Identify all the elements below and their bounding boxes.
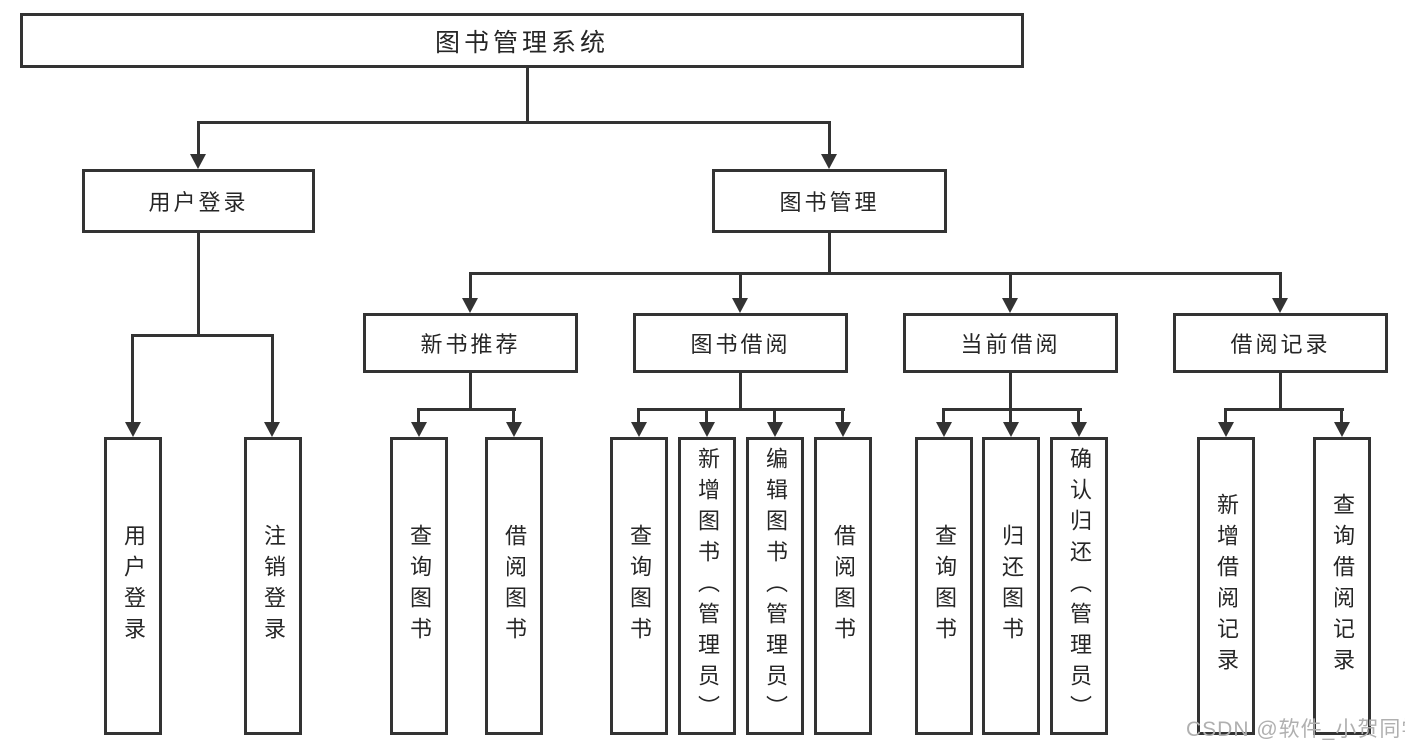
node-book-borrow: 图书借阅 bbox=[633, 313, 848, 373]
node-label: 查询图书 bbox=[932, 524, 957, 648]
arrow-down-icon bbox=[1071, 422, 1087, 437]
connector-line bbox=[942, 408, 1082, 411]
connector-line bbox=[739, 373, 742, 411]
node-user-login: 用户登录 bbox=[82, 169, 315, 233]
connector-line bbox=[526, 68, 529, 124]
connector-line bbox=[197, 233, 200, 337]
arrow-down-icon bbox=[732, 298, 748, 313]
connector-line bbox=[705, 408, 708, 423]
connector-line bbox=[197, 121, 200, 155]
node-borrow-records: 借阅记录 bbox=[1173, 313, 1388, 373]
arrow-down-icon bbox=[190, 154, 206, 169]
node-borrow-books-recommend: 借阅图书 bbox=[485, 437, 543, 735]
connector-line bbox=[1009, 272, 1012, 298]
connector-line bbox=[1279, 272, 1282, 298]
connector-line bbox=[469, 373, 472, 411]
node-add-book-admin: 新增图书（管理员） bbox=[678, 437, 736, 735]
connector-line bbox=[417, 408, 516, 411]
node-label: 用户登录 bbox=[121, 524, 146, 648]
node-label: 注销登录 bbox=[261, 524, 286, 648]
connector-line bbox=[131, 334, 274, 337]
connector-line bbox=[1009, 408, 1012, 423]
node-label: 新增借阅记录 bbox=[1214, 493, 1239, 679]
node-query-books-borrow: 查询图书 bbox=[610, 437, 668, 735]
node-label: 确认归还（管理员） bbox=[1067, 446, 1092, 726]
connector-line bbox=[512, 408, 515, 423]
arrow-down-icon bbox=[462, 298, 478, 313]
node-library-management-system: 图书管理系统 bbox=[20, 13, 1024, 68]
arrow-down-icon bbox=[631, 422, 647, 437]
arrow-down-icon bbox=[821, 154, 837, 169]
arrow-down-icon bbox=[1272, 298, 1288, 313]
node-label: 图书借阅 bbox=[690, 332, 791, 357]
node-borrow-books-borrow: 借阅图书 bbox=[814, 437, 872, 735]
connector-line bbox=[1224, 408, 1344, 411]
node-label: 新书推荐 bbox=[420, 332, 521, 357]
node-label: 借阅图书 bbox=[502, 524, 527, 648]
arrow-down-icon bbox=[411, 422, 427, 437]
node-label: 用户登录 bbox=[148, 190, 249, 215]
connector-line bbox=[1340, 408, 1343, 423]
node-current-borrow: 当前借阅 bbox=[903, 313, 1118, 373]
connector-line bbox=[1279, 373, 1282, 411]
node-book-management: 图书管理 bbox=[712, 169, 947, 233]
connector-line bbox=[469, 272, 472, 298]
arrow-down-icon bbox=[699, 422, 715, 437]
arrow-down-icon bbox=[125, 422, 141, 437]
arrow-down-icon bbox=[936, 422, 952, 437]
node-return-book: 归还图书 bbox=[982, 437, 1040, 735]
arrow-down-icon bbox=[1003, 422, 1019, 437]
connector-line bbox=[942, 408, 945, 423]
connector-line bbox=[828, 121, 831, 155]
watermark: CSDN @软件_小贺同学 bbox=[1186, 718, 1405, 741]
node-label: 查询借阅记录 bbox=[1330, 493, 1355, 679]
connector-line bbox=[417, 408, 420, 423]
connector-line bbox=[828, 233, 831, 275]
node-confirm-return-admin: 确认归还（管理员） bbox=[1050, 437, 1108, 735]
arrow-down-icon bbox=[264, 422, 280, 437]
connector-line bbox=[197, 121, 831, 124]
node-label: 当前借阅 bbox=[960, 332, 1061, 357]
connector-line bbox=[1224, 408, 1227, 423]
arrow-down-icon bbox=[1002, 298, 1018, 313]
node-label: 图书管理 bbox=[779, 190, 880, 215]
connector-line bbox=[469, 272, 1282, 275]
arrow-down-icon bbox=[1334, 422, 1350, 437]
connector-line bbox=[841, 408, 844, 423]
node-label: 借阅记录 bbox=[1230, 332, 1331, 357]
connector-line bbox=[271, 334, 274, 423]
connector-line bbox=[637, 408, 640, 423]
node-label: 编辑图书（管理员） bbox=[763, 446, 788, 726]
node-add-borrow-record: 新增借阅记录 bbox=[1197, 437, 1255, 735]
node-label: 查询图书 bbox=[407, 524, 432, 648]
node-label: 查询图书 bbox=[627, 524, 652, 648]
arrow-down-icon bbox=[1218, 422, 1234, 437]
node-query-books-current: 查询图书 bbox=[915, 437, 973, 735]
node-label: 借阅图书 bbox=[831, 524, 856, 648]
node-logout: 注销登录 bbox=[244, 437, 302, 735]
node-user-login-leaf: 用户登录 bbox=[104, 437, 162, 735]
node-query-books-recommend: 查询图书 bbox=[390, 437, 448, 735]
connector-line bbox=[637, 408, 845, 411]
connector-line bbox=[773, 408, 776, 423]
node-query-borrow-record: 查询借阅记录 bbox=[1313, 437, 1371, 735]
connector-line bbox=[131, 334, 134, 423]
connector-line bbox=[1009, 373, 1012, 411]
node-label: 归还图书 bbox=[999, 524, 1024, 648]
arrow-down-icon bbox=[835, 422, 851, 437]
connector-line bbox=[1077, 408, 1080, 423]
node-new-book-recommend: 新书推荐 bbox=[363, 313, 578, 373]
arrow-down-icon bbox=[767, 422, 783, 437]
connector-line bbox=[739, 272, 742, 298]
node-label: 新增图书（管理员） bbox=[695, 446, 720, 726]
arrow-down-icon bbox=[506, 422, 522, 437]
node-edit-book-admin: 编辑图书（管理员） bbox=[746, 437, 804, 735]
node-label: 图书管理系统 bbox=[434, 28, 609, 57]
